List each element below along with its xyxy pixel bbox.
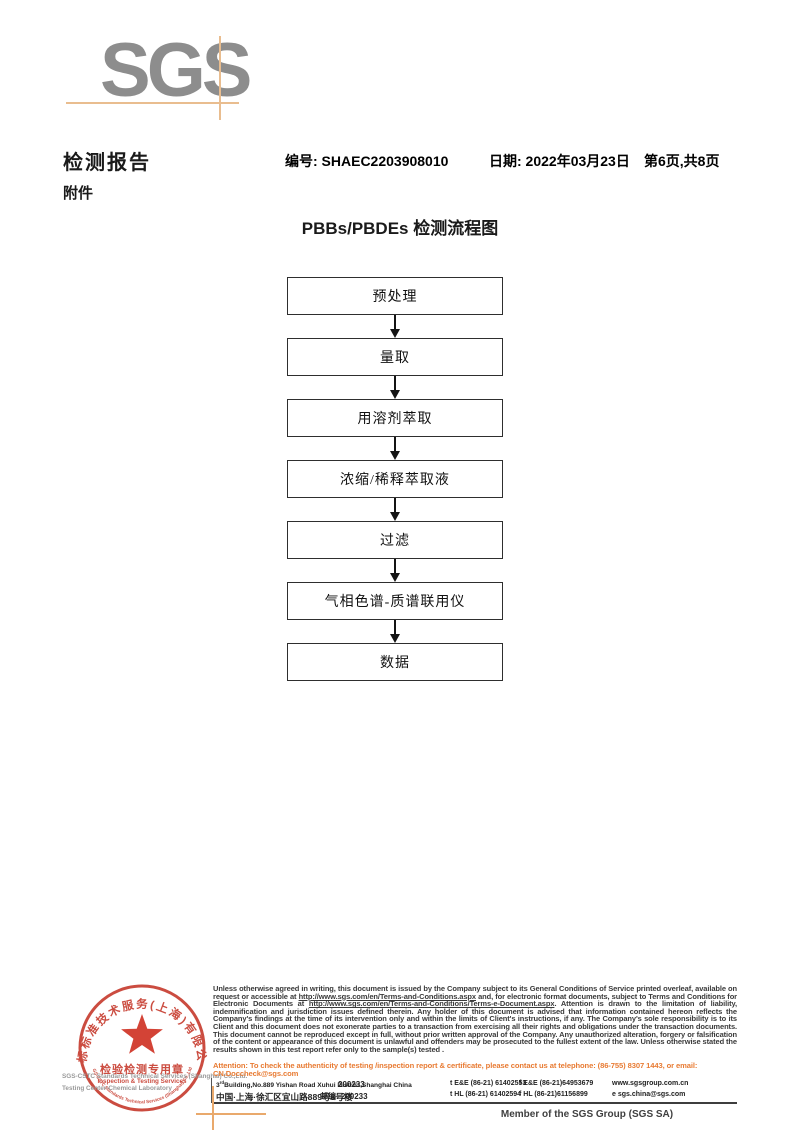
page-number: 第6页,共8页 <box>644 153 720 169</box>
flowchart: 预处理 量取 用溶剂萃取 浓缩/稀释萃取液 过滤 气相色谱-质谱联用仪 数据 <box>287 277 503 681</box>
sgs-group-member-line: Member of the SGS Group (SGS SA) <box>500 1109 674 1120</box>
flow-step-data: 数据 <box>287 643 503 681</box>
down-arrow <box>287 315 503 338</box>
fax-hl: f HL (86-21)61156899 <box>519 1091 588 1098</box>
company-name-en: SGS-CSTC Standards Technical Services (S… <box>62 1073 248 1080</box>
flowchart-title: PBBs/PBDEs 检测流程图 <box>301 219 499 238</box>
footer-cross-horizontal-line <box>196 1113 266 1115</box>
seal-title: 检验检测专用章 <box>100 1062 184 1076</box>
phone-ee: t E&E (86-21) 61402553 <box>450 1080 527 1087</box>
flow-step-filter: 过滤 <box>287 521 503 559</box>
flow-step-concentrate-dilute: 浓缩/稀释萃取液 <box>287 460 503 498</box>
fax-ee: f E&E (86-21)64953679 <box>519 1080 594 1087</box>
terms-url: http://www.sgs.com/en/Terms-and-Conditio… <box>298 991 477 1001</box>
report-date: 日期: 2022年03月23日 <box>489 153 630 169</box>
footer-rule <box>213 1102 737 1104</box>
flow-step-pretreatment: 预处理 <box>287 277 503 315</box>
authenticity-attention-note: Attention: To check the authenticity of … <box>213 1061 698 1078</box>
report-number: 编号: SHAEC2203908010 <box>285 153 449 169</box>
lab-name-en: Testing Center-Chemical Laboratory <box>62 1085 172 1092</box>
email-address: e sgs.china@sgs.com <box>612 1091 686 1098</box>
flow-step-measure: 量取 <box>287 338 503 376</box>
flow-step-gcms: 气相色谱-质谱联用仪 <box>287 582 503 620</box>
logo-horizontal-line <box>66 102 239 104</box>
seal-star-icon <box>121 1014 163 1054</box>
legal-text-2: and, for electronic format documents, su… <box>213 991 738 1009</box>
website-url: www.sgsgroup.com.cn <box>612 1080 689 1087</box>
seal-subtitle: Inspection & Testing Services <box>97 1078 187 1085</box>
sgs-logo: SGS <box>100 28 252 113</box>
terms-e-document-url: http://www.sgs.com/en/Terms-and-Conditio… <box>308 999 555 1009</box>
legal-disclaimer: Unless otherwise agreed in writing, this… <box>213 985 737 1053</box>
legal-text-3: . Attention is drawn to the limitation o… <box>213 999 738 1054</box>
address-divider-line <box>211 1078 212 1103</box>
address-chinese: 中国·上海·徐汇区宜山路889号3号楼 <box>216 1092 353 1102</box>
address-english: 3rdBuilding,No.889 Yishan Road Xuhui Dis… <box>216 1080 412 1090</box>
legal-text-1: Unless otherwise agreed in writing, this… <box>213 984 737 1001</box>
company-seal: 通标标准技术服务(上海)有限公司 检验检测专用章 Inspection & Te… <box>67 976 206 1112</box>
postcode-english: 200233 <box>338 1080 365 1089</box>
logo-vertical-line <box>219 36 221 120</box>
phone-hl: t HL (86-21) 61402594 <box>450 1091 522 1098</box>
report-title: 检测报告 <box>63 152 151 174</box>
down-arrow <box>287 498 503 521</box>
down-arrow <box>287 620 503 643</box>
postcode-chinese: 邮编: 200233 <box>320 1092 368 1101</box>
footer-cross-vertical-line <box>212 1086 214 1130</box>
down-arrow <box>287 376 503 399</box>
down-arrow <box>287 437 503 460</box>
ordinal-superscript: rd <box>219 1080 225 1085</box>
attachment-label: 附件 <box>63 185 94 202</box>
seal-ring <box>78 984 206 1112</box>
down-arrow <box>287 559 503 582</box>
flow-step-solvent-extraction: 用溶剂萃取 <box>287 399 503 437</box>
